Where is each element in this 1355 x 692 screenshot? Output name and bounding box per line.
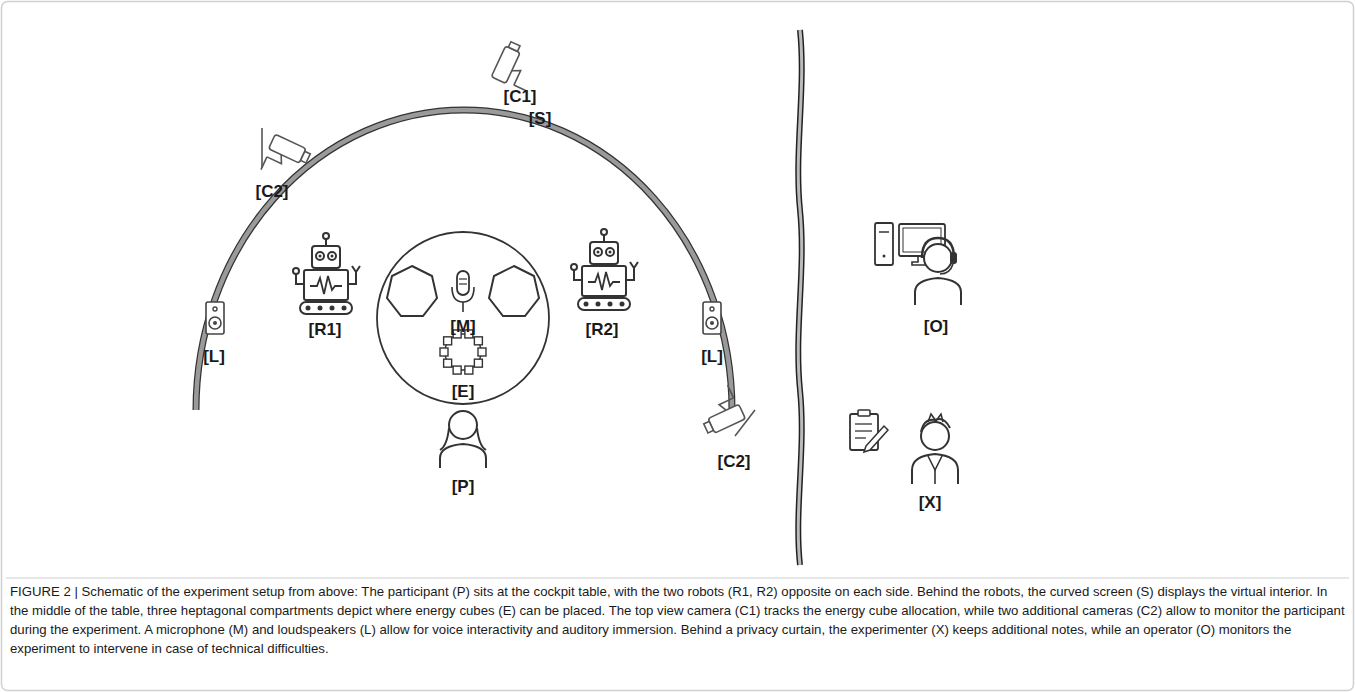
cube-slot [465,366,473,374]
cube-slot [474,359,482,367]
camera-label: [C2] [255,182,288,202]
microphone-label: [M] [450,317,475,337]
experimenter-label: [X] [919,493,942,513]
cube-slot [474,337,482,345]
cube-slot [444,337,452,345]
loudspeaker-label: [L] [203,347,225,367]
screen-label: [S] [529,109,552,129]
cube-slot [478,348,486,356]
camera-label: [C1] [503,87,536,107]
ring-link [444,334,482,370]
operator-label: [O] [924,317,949,337]
cube-slot [453,366,461,374]
cube-slot [440,348,448,356]
loudspeaker-label: [L] [701,347,723,367]
figure-caption: FIGURE 2 | Schematic of the experiment s… [10,582,1345,658]
robot-label: [R2] [585,320,618,340]
participant-label: [P] [452,477,475,497]
robot-label: [R1] [308,320,341,340]
cube-slot [444,359,452,367]
energy-cube-label: [E] [452,382,475,402]
camera-label: [C2] [717,452,750,472]
